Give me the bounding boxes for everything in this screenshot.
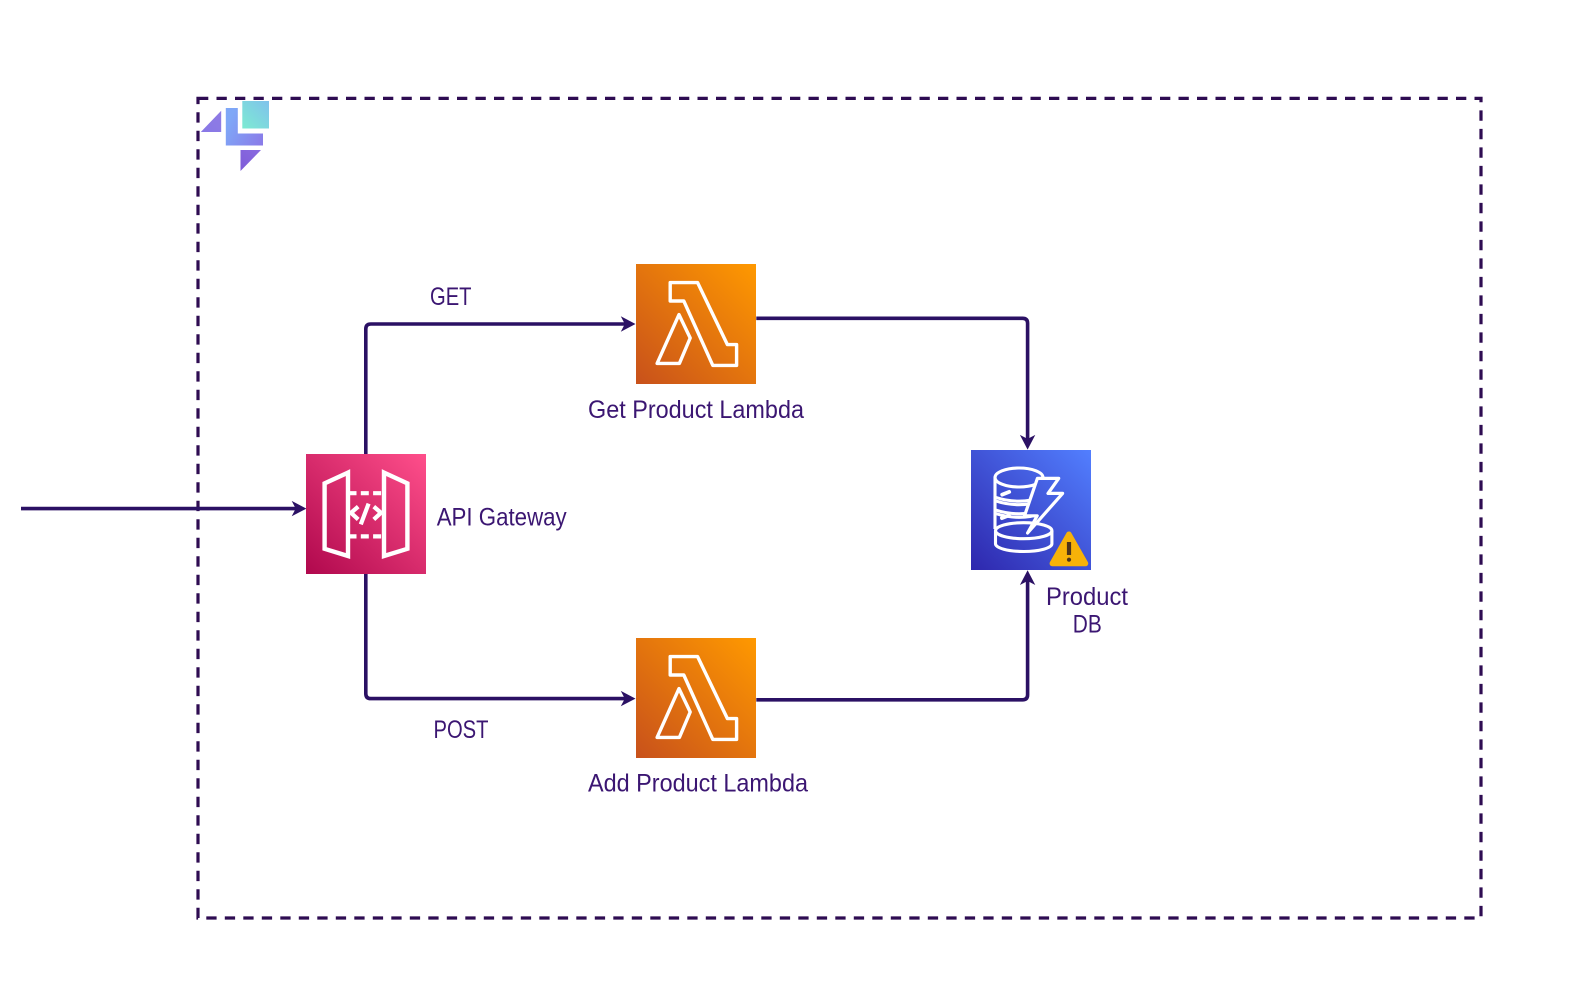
svg-text:Product: Product	[1046, 583, 1128, 611]
svg-text:DB: DB	[1073, 610, 1102, 638]
svg-text:Add Product Lambda: Add Product Lambda	[588, 770, 808, 798]
svg-text:GET: GET	[430, 283, 472, 311]
svg-text:Get Product Lambda: Get Product Lambda	[588, 396, 804, 424]
svg-text:API Gateway: API Gateway	[437, 504, 567, 532]
svg-text:POST: POST	[434, 716, 489, 744]
